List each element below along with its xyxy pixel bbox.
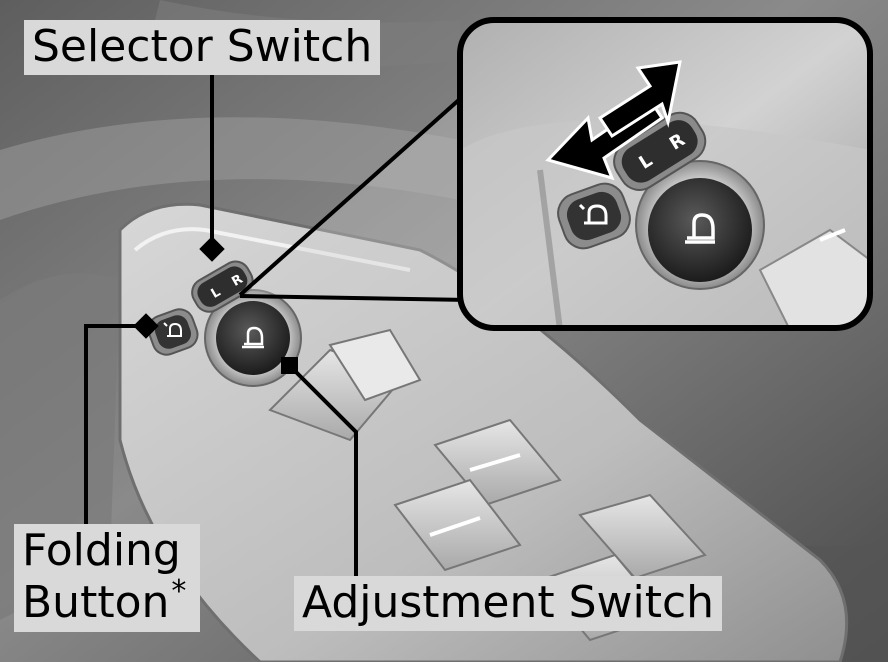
adjustment-knob[interactable] [216,301,290,375]
folding-marker [133,313,159,339]
adjustment-marker [281,357,298,374]
folding-button-text-line1: Folding [22,525,181,576]
double-arrow-icon [545,60,682,181]
mirror-control-cluster: L R [147,256,302,387]
mirror-icon [242,326,264,349]
folding-button-label: Folding Button* [14,524,201,632]
adjustment-switch-label: Adjustment Switch [294,576,723,632]
folding-mirror-icon [163,322,182,337]
selector-switch[interactable]: L R [187,256,258,316]
folding-mirror-icon [578,203,608,225]
folding-button-text-line2: Button [22,577,170,629]
selector-switch-text: Selector Switch [32,21,373,72]
footnote-asterisk: * [171,574,187,610]
adjustment-switch-text: Adjustment Switch [302,577,715,628]
selector-switch-label: Selector Switch [24,20,381,76]
mirror-icon [685,213,715,244]
magnified-inset: L R [457,17,873,331]
leader-lines [84,74,358,580]
